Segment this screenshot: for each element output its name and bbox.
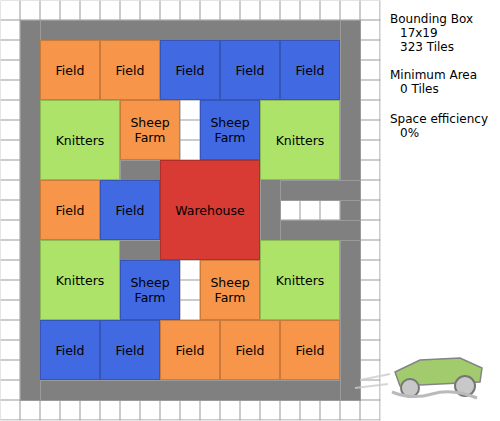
building-name: Field <box>54 61 87 80</box>
stat-text: Bounding Box <box>390 12 473 26</box>
building-name: Field <box>174 61 207 80</box>
building-tile: Sheep Farm <box>120 100 180 160</box>
building-tile: Knitters <box>260 100 340 180</box>
building-tile: Warehouse <box>160 160 260 260</box>
building-tile: Field <box>280 320 340 380</box>
stat-text: 17x19 <box>400 26 438 40</box>
building-name: Sheep Farm <box>201 113 259 147</box>
building-tile: Field <box>40 40 100 100</box>
building-name: Sheep Farm <box>121 273 179 307</box>
building-tile: Field <box>160 40 220 100</box>
building-name: Field <box>294 341 327 360</box>
stat-text: 0% <box>400 126 419 140</box>
building-name: Field <box>174 341 207 360</box>
building-name: Sheep Farm <box>121 113 179 147</box>
building-tile: Field <box>100 40 160 100</box>
building-name: Field <box>54 201 87 220</box>
building-tile: Field <box>40 180 100 240</box>
stat-text: Minimum Area <box>390 68 477 82</box>
building-name: Field <box>234 341 267 360</box>
stat-text: 0 Tiles <box>400 82 439 96</box>
watermark-logo <box>355 358 482 398</box>
building-name: Knitters <box>54 271 107 290</box>
building-tile: Knitters <box>40 240 120 320</box>
building-name: Knitters <box>274 271 327 290</box>
building-name: Knitters <box>54 131 107 150</box>
building-name: Field <box>114 61 147 80</box>
building-tile: Sheep Farm <box>200 260 260 320</box>
building-tile: Field <box>160 320 220 380</box>
building-name: Field <box>114 201 147 220</box>
road <box>21 21 361 401</box>
building-name: Warehouse <box>173 201 246 220</box>
stat-text: Space efficiency <box>390 112 488 126</box>
building-tile: Field <box>100 180 160 240</box>
building-name: Field <box>54 341 87 360</box>
building-name: Knitters <box>274 131 327 150</box>
building-name: Field <box>294 61 327 80</box>
building-tile: Field <box>280 40 340 100</box>
grid <box>1 1 381 421</box>
building-tile: Knitters <box>260 240 340 320</box>
building-tile: Knitters <box>40 100 120 180</box>
building-name: Sheep Farm <box>201 273 259 307</box>
building-tile: Field <box>100 320 160 380</box>
building-tile: Sheep Farm <box>120 260 180 320</box>
building-tile: Field <box>40 320 100 380</box>
stat-text: 323 Tiles <box>400 40 454 54</box>
building-tile: Sheep Farm <box>200 100 260 160</box>
building-tile: Field <box>220 320 280 380</box>
building-name: Field <box>234 61 267 80</box>
building-name: Field <box>114 341 147 360</box>
building-tile: Field <box>220 40 280 100</box>
